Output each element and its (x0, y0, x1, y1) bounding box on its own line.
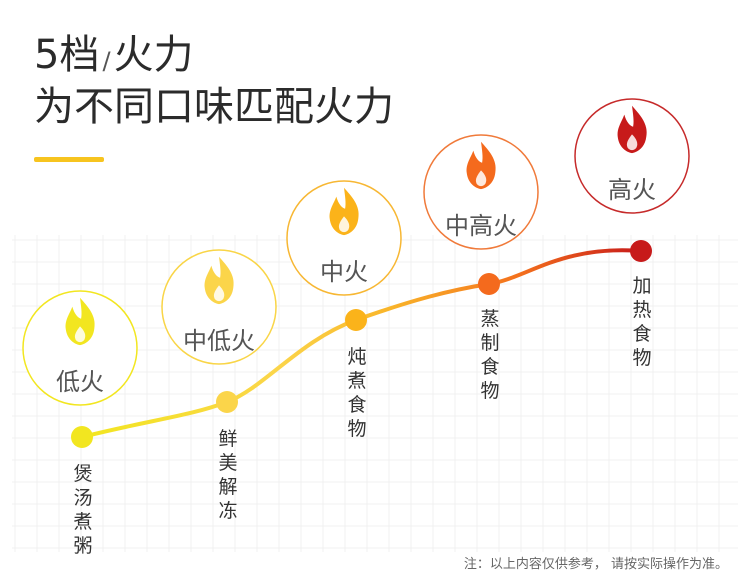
level-ring (423, 134, 539, 250)
flame-inner (475, 170, 487, 187)
level-food-label: 鲜美解冻 (218, 428, 238, 522)
level-marker (630, 240, 652, 262)
flame-inner (338, 216, 350, 233)
level-name: 高火 (608, 176, 656, 204)
level-name: 中低火 (183, 327, 255, 355)
flame-inner (626, 134, 638, 151)
flame-shape (65, 297, 95, 346)
level-marker (71, 426, 93, 448)
level-name: 中高火 (445, 212, 517, 240)
footnote: 注：以上内容仅供参考， 请按实际操作为准。 (463, 557, 728, 572)
flame-shape (617, 105, 647, 154)
flame-icon (466, 141, 496, 190)
flame-icon (617, 105, 647, 154)
title-accent-bar (34, 157, 104, 162)
flame-icon (65, 297, 95, 346)
level-food-label: 煲汤煮粥 (73, 463, 93, 557)
level-marker (345, 309, 367, 331)
level-marker (216, 391, 238, 413)
flame-icon (204, 256, 234, 305)
flame-inner (74, 326, 86, 343)
level-ring (22, 290, 138, 406)
title-line-1: 5档/火力 (34, 32, 194, 78)
level-name: 低火 (56, 368, 104, 396)
level-ring (286, 180, 402, 296)
title-slash: / (102, 47, 111, 75)
flame-shape (204, 256, 234, 305)
title-rest: 火力 (113, 32, 194, 78)
level-food-label: 加热食物 (632, 275, 652, 369)
level-food-label: 蒸制食物 (480, 308, 500, 402)
title-number: 5档 (34, 32, 100, 78)
level-ring (574, 98, 690, 214)
level-ring (161, 249, 277, 365)
level-food-label: 炖煮食物 (347, 346, 367, 440)
flame-shape (329, 187, 359, 236)
flame-icon (329, 187, 359, 236)
flame-inner (213, 285, 225, 302)
flame-shape (466, 141, 496, 190)
level-name: 中火 (320, 258, 368, 286)
level-marker (478, 273, 500, 295)
title-line-2: 为不同口味匹配火力 (34, 84, 394, 130)
